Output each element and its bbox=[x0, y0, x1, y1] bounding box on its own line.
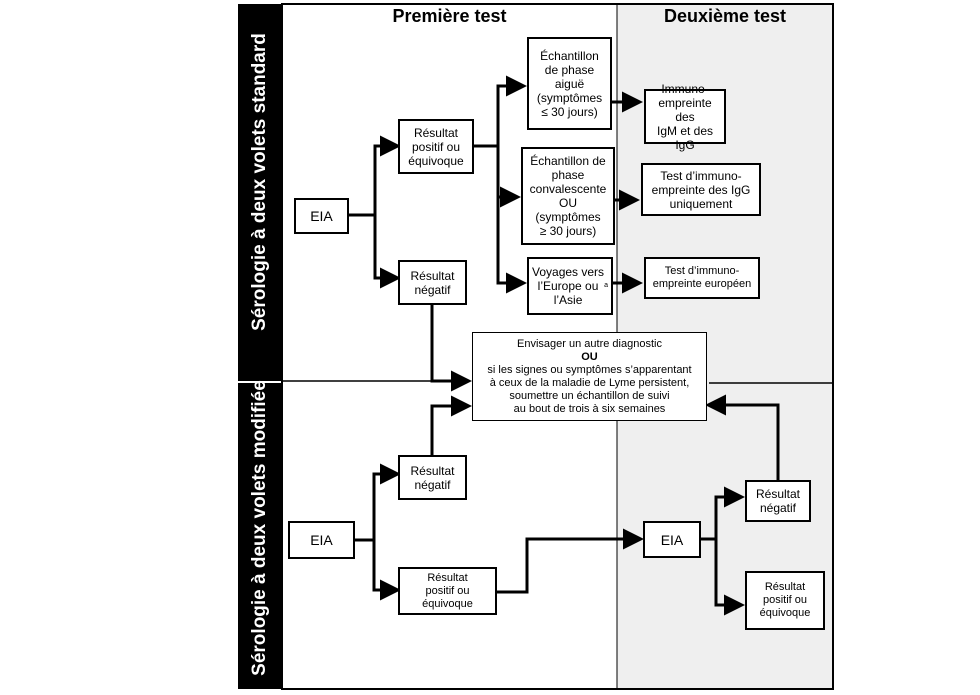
standard-eia-box: EIA bbox=[294, 198, 349, 234]
second-test-header: Deuxième test bbox=[663, 6, 787, 26]
standard-negative-box: Résultat négatif bbox=[398, 260, 467, 305]
acute-sample-box: Échantillon de phase aiguë (symptômes ≤ … bbox=[527, 37, 612, 130]
convalescent-sample-box: Échantillon de phase convalescente OU (s… bbox=[521, 147, 615, 245]
first-test-header: Première test bbox=[392, 6, 507, 26]
travel-footnote-mark: a bbox=[604, 282, 608, 289]
modified-eia-box: EIA bbox=[288, 521, 355, 559]
second-negative-box: Résultat négatif bbox=[745, 480, 811, 522]
second-eia-box: EIA bbox=[643, 521, 701, 558]
modified-negative-box: Résultat négatif bbox=[398, 455, 467, 500]
standard-section-bar bbox=[238, 4, 282, 381]
travel-label: Voyages vers l’Europe ou l’Asie bbox=[532, 265, 605, 307]
second-positive-box: Résultat positif ou équivoque bbox=[745, 571, 825, 630]
immunoblot-european-box: Test d’immuno- empreinte européen bbox=[644, 257, 760, 299]
modified-section-bar bbox=[238, 383, 282, 689]
standard-positive-box: Résultat positif ou équivoque bbox=[398, 119, 474, 174]
consider-alternative-box: Envisager un autre diagnostic OU si les … bbox=[472, 332, 707, 421]
consider-or: OU bbox=[581, 350, 598, 363]
consider-line-1: Envisager un autre diagnostic bbox=[517, 337, 662, 350]
immunoblot-igm-igg-box: Immuno- empreinte des IgM et des IgG bbox=[644, 82, 726, 152]
consider-rest: si les signes ou symptômes s’apparentant… bbox=[487, 363, 692, 415]
immunoblot-igg-box: Test d’immuno- empreinte des IgG uniquem… bbox=[641, 163, 761, 216]
modified-positive-box: Résultat positif ou équivoque bbox=[398, 567, 497, 615]
